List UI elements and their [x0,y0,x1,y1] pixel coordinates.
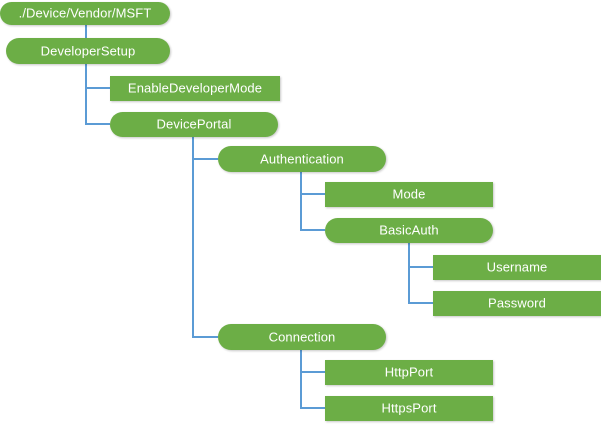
connector-line [408,243,433,268]
tree-node-httpsport[interactable]: HttpsPort [325,396,493,421]
tree-node-label: Authentication [260,151,344,166]
tree-node-httpport[interactable]: HttpPort [325,360,493,385]
tree-node-password[interactable]: Password [433,291,601,316]
connector-line [192,159,218,338]
tree-node-label: EnableDeveloperMode [127,80,263,96]
tree-node-developersetup[interactable]: DeveloperSetup [6,38,170,64]
tree-node-enabledevelopermode[interactable]: EnableDeveloperMode [110,76,280,101]
connector-line [300,172,325,195]
tree-node-basicauth[interactable]: BasicAuth [325,218,493,243]
connector-line [192,137,218,160]
tree-node-connection[interactable]: Connection [218,324,386,350]
tree-node-mode[interactable]: Mode [325,182,493,207]
tree-node-label: ./Device/Vendor/MSFT [18,5,152,21]
tree-node-deviceportal[interactable]: DevicePortal [110,112,278,137]
tree-node-label: Mode [392,186,426,202]
tree-node-label: HttpsPort [381,400,437,416]
connector-line [300,194,325,231]
tree-node-authentication[interactable]: Authentication [218,146,386,172]
tree-node-label: DeveloperSetup [40,43,136,58]
connector-line [300,350,325,373]
connector-line [85,64,110,89]
connector-line [300,372,325,409]
tree-node-label: Password [488,295,546,311]
tree-node-label: Connection [268,329,336,344]
connector-line [408,267,433,304]
tree-node-root[interactable]: ./Device/Vendor/MSFT [0,2,170,25]
tree-node-label: BasicAuth [379,222,439,238]
tree-node-username[interactable]: Username [433,255,601,280]
tree-node-label: Username [486,259,548,275]
tree-node-label: DevicePortal [156,116,232,132]
connector-line [85,88,110,125]
tree-node-label: HttpPort [384,364,434,380]
